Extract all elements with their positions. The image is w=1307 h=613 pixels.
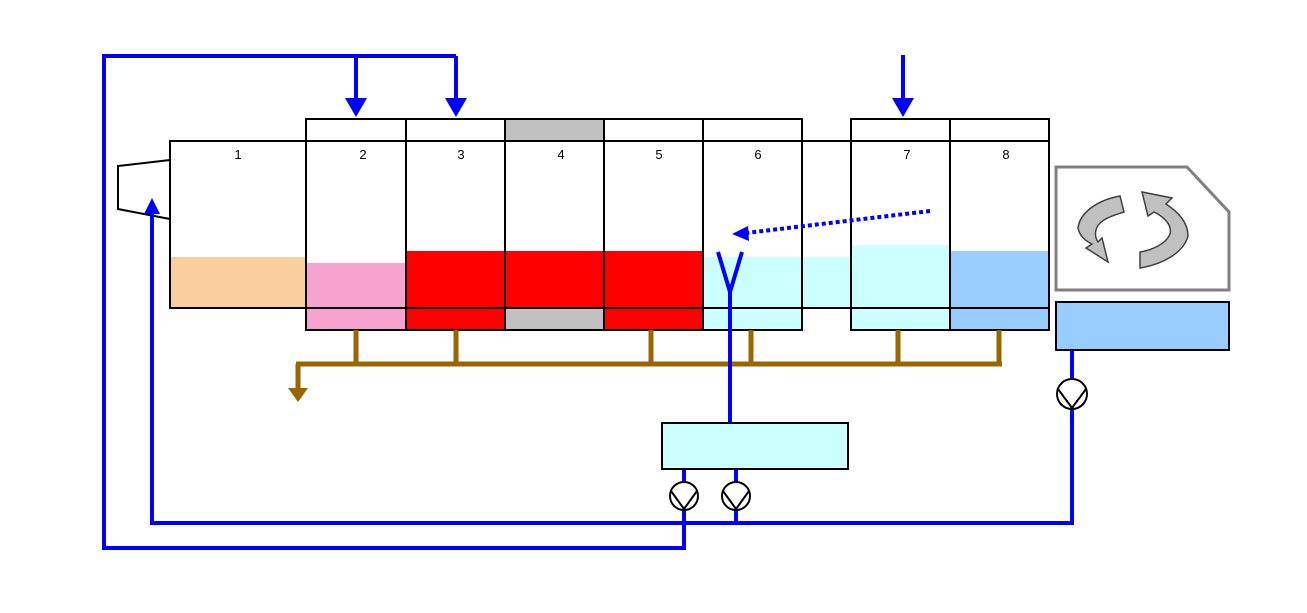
arrowhead-tank-3 (445, 98, 467, 117)
collection-tank (661, 422, 849, 470)
drain-outlet-arrowhead (288, 388, 308, 402)
fill-compartment-4 (505, 251, 604, 309)
compartment-label-7: 7 (903, 147, 910, 162)
pipe-inner-loop (150, 212, 1074, 525)
compartment-label-5: 5 (655, 147, 662, 162)
compartment-labels: 1 2 3 4 5 6 7 8 (234, 147, 1009, 162)
water-pipes (102, 54, 1074, 550)
gray-bar-bottom (505, 308, 604, 330)
fill-compartment-8 (950, 251, 1049, 330)
rotation-arrow-lower-icon (1139, 191, 1189, 269)
fill-compartment-6 (703, 257, 802, 330)
pump-3 (1056, 378, 1088, 410)
spray-nozzle (716, 251, 744, 299)
compartment-label-8: 8 (1002, 147, 1009, 162)
fill-gap-6-7 (802, 257, 851, 308)
dryer-housing (1054, 165, 1231, 292)
rotation-arrows-icon (1077, 191, 1189, 269)
drain-pipes (295, 330, 1002, 392)
arrowhead-tank-2 (345, 98, 367, 117)
rinse-tank (1055, 301, 1230, 351)
pump-2 (721, 481, 751, 511)
rotation-arrow-upper-icon (1077, 195, 1125, 264)
pump-2-chevron (722, 490, 750, 511)
compartment-label-6: 6 (754, 147, 761, 162)
pipe-outer-loop (102, 54, 686, 550)
compartment-label-1: 1 (234, 147, 241, 162)
fill-compartment-1 (170, 257, 306, 308)
pump-1 (669, 481, 699, 511)
pump-1-chevron (670, 490, 698, 511)
arrowhead-hopper (144, 198, 160, 214)
arrowhead-tank-7 (892, 98, 914, 117)
fill-compartment-7 (851, 245, 950, 330)
fill-compartment-3 (406, 251, 505, 330)
compartment-label-3: 3 (457, 147, 464, 162)
water-arrowheads (144, 98, 914, 214)
compartment-label-2: 2 (359, 147, 366, 162)
overflow-dotted-line (745, 209, 931, 235)
inlet-hopper (117, 158, 171, 221)
liquid-fills (170, 245, 1049, 330)
overflow-arrowhead (732, 226, 749, 241)
pump-3-chevron (1057, 388, 1087, 410)
compartment-label-4: 4 (557, 147, 564, 162)
gray-bar-top (505, 119, 604, 141)
fill-compartment-5 (604, 251, 703, 330)
fill-compartment-2 (306, 263, 406, 330)
